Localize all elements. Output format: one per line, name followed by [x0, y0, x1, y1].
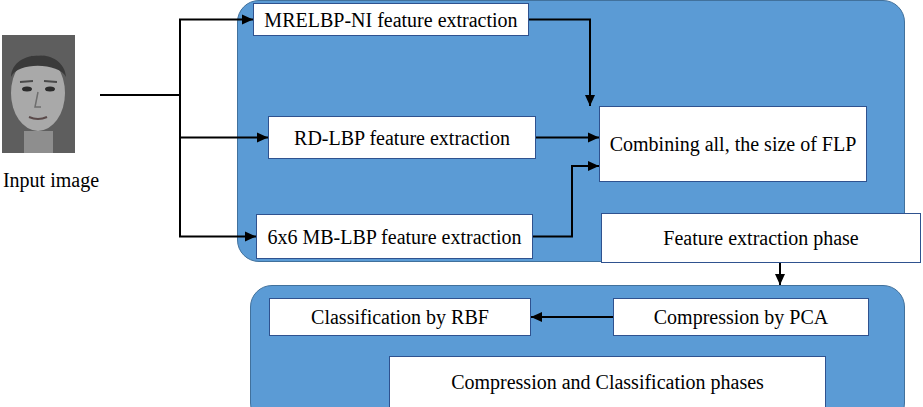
- box-label: Classification by RBF: [311, 305, 489, 329]
- flow-arrow: [531, 316, 613, 318]
- box-label: Compression by PCA: [654, 305, 828, 329]
- process-box: RD-LBP feature extraction: [268, 116, 536, 159]
- face-photo: [2, 35, 75, 153]
- flow-arrow: [536, 137, 599, 139]
- box-label: MRELBP-NI feature extraction: [264, 8, 517, 32]
- hair: [11, 55, 66, 77]
- box-label: RD-LBP feature extraction: [294, 126, 510, 150]
- box-label: Combining all, the size of FLP: [610, 132, 857, 156]
- phase-label: Compression and Classification phases: [389, 356, 826, 407]
- phase-panel: Compression and Classification phases Cla…: [250, 285, 905, 407]
- box-label: 6x6 MB-LBP feature extraction: [267, 225, 521, 249]
- right-eye: [45, 87, 55, 92]
- flow-arrow: [100, 95, 268, 138]
- process-box: 6x6 MB-LBP feature extraction: [256, 214, 533, 259]
- flow-arrow: [533, 166, 599, 237]
- flow-arrow: [779, 262, 781, 285]
- process-box: Combining all, the size of FLP: [599, 106, 867, 182]
- flow-arrow: [100, 95, 256, 237]
- input-image: Input image: [2, 30, 100, 200]
- photo-background: [2, 35, 75, 153]
- neck: [24, 131, 53, 153]
- phase-panel: Feature extraction phaseMRELBP-NI featur…: [237, 0, 905, 262]
- mouth: [29, 117, 47, 119]
- process-box: Classification by RBF: [269, 298, 531, 336]
- left-eye: [22, 87, 32, 92]
- image-caption: Input image: [2, 168, 100, 192]
- process-box: Compression by PCA: [613, 298, 869, 336]
- eyebrows: [20, 81, 57, 82]
- flow-arrow: [100, 20, 253, 96]
- face-shape: [11, 55, 65, 131]
- phase-label: Feature extraction phase: [601, 213, 921, 263]
- process-box: MRELBP-NI feature extraction: [253, 3, 529, 36]
- nose: [35, 92, 41, 107]
- flow-arrow: [529, 20, 590, 107]
